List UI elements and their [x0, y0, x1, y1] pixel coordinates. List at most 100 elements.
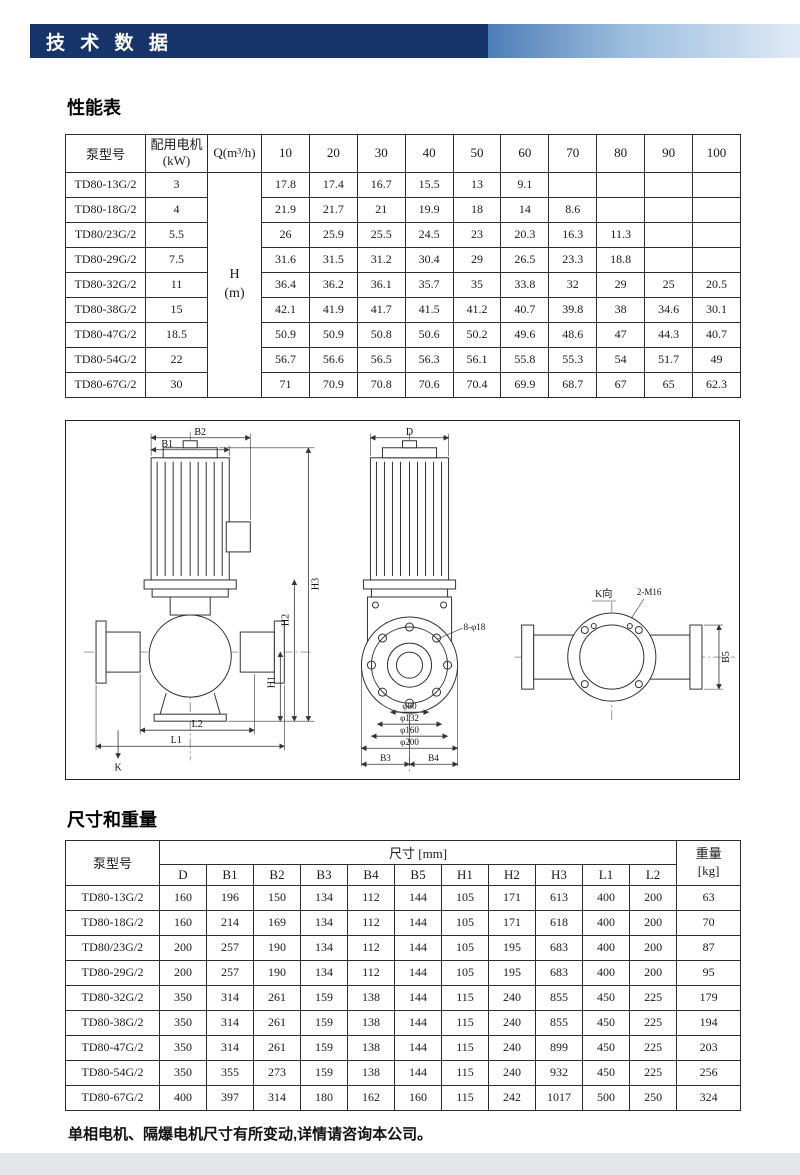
dimension-cell: 450: [582, 984, 630, 1011]
dimension-cell: 115: [441, 1059, 489, 1086]
dimension-cell: 225: [628, 1009, 678, 1036]
head-value-cell: 40.7: [500, 296, 550, 323]
perf-header-model: 泵型号: [65, 134, 146, 173]
dim-header-l2: L2: [628, 863, 678, 886]
head-value-cell: 21.9: [261, 196, 310, 223]
dimension-header-row-2: D B1 B2 B3 B4 B5 H1 H2 H3 L1 L2: [66, 863, 741, 886]
weight-cell: 179: [676, 984, 742, 1011]
performance-header-row: 泵型号 配用电机 (kW) Q(m³/h) 10 20 30 40 50 60 …: [65, 134, 741, 173]
head-value-cell: 70.8: [356, 371, 406, 398]
dimension-cell: 613: [535, 884, 583, 911]
dimension-cell: 225: [628, 984, 678, 1011]
head-value-cell: 56.3: [404, 346, 454, 373]
dimension-cell: 855: [535, 1009, 583, 1036]
head-value-cell: [692, 171, 741, 198]
dimension-cell: 144: [394, 884, 442, 911]
head-value-cell: 13: [452, 171, 502, 198]
dimension-cell: 350: [159, 984, 207, 1011]
head-value-cell: [692, 221, 741, 248]
head-value-cell: 29: [452, 246, 502, 273]
dimension-cell: 105: [441, 909, 489, 936]
perf-header-flow-50: 50: [452, 134, 502, 173]
motor-power-cell: 5.5: [145, 221, 208, 248]
dimension-cell: 160: [394, 1084, 442, 1111]
perf-header-motor: 配用电机 (kW): [145, 134, 208, 173]
head-value-cell: [692, 246, 741, 273]
dimension-cell: 115: [441, 1009, 489, 1036]
head-value-cell: 49.6: [500, 321, 550, 348]
dimension-cell: 112: [347, 909, 395, 936]
head-value-cell: 25.5: [356, 221, 406, 248]
banner-title-block: 技 术 数 据: [30, 24, 488, 58]
dim-header-b4: B4: [347, 863, 395, 886]
motor-power-cell: 11: [145, 271, 208, 298]
dimension-cell: 1017: [535, 1084, 583, 1111]
dimension-cell: 112: [347, 959, 395, 986]
head-value-cell: 56.5: [356, 346, 406, 373]
dimension-cell: 171: [488, 884, 536, 911]
dim-label-b1: B1: [161, 438, 173, 449]
dimension-cell: 618: [535, 909, 583, 936]
dimension-cell: 240: [488, 1059, 536, 1086]
dimension-cell: 195: [488, 934, 536, 961]
dim-header-weight: 重量 [kg]: [676, 839, 742, 886]
dimension-cell: 144: [394, 909, 442, 936]
head-value-cell: 41.2: [452, 296, 502, 323]
head-value-cell: 56.7: [261, 346, 310, 373]
dim-label-l1: L1: [171, 735, 182, 746]
dim-label-phi132: φ132: [400, 713, 419, 723]
head-value-cell: 70.4: [452, 371, 502, 398]
dimension-cell: 683: [535, 959, 583, 986]
dimension-cell: 273: [253, 1059, 301, 1086]
head-unit-cell: H (m): [207, 171, 262, 398]
dimension-cell: 242: [488, 1084, 536, 1111]
head-value-cell: 41.7: [356, 296, 406, 323]
head-value-cell: 25.9: [308, 221, 358, 248]
head-value-cell: 50.6: [404, 321, 454, 348]
head-value-cell: 18.8: [596, 246, 646, 273]
head-value-cell: [644, 171, 694, 198]
motor-power-cell: 3: [145, 171, 208, 198]
head-value-cell: [644, 196, 694, 223]
dim-label-h2: H2: [280, 613, 291, 625]
dimension-cell: 225: [628, 1034, 678, 1061]
head-value-cell: 67: [596, 371, 646, 398]
dimension-cell: 138: [347, 984, 395, 1011]
head-value-cell: 8.6: [548, 196, 598, 223]
head-value-cell: 65: [644, 371, 694, 398]
dimension-cell: 200: [159, 959, 207, 986]
head-value-cell: 17.4: [308, 171, 358, 198]
model-cell: TD80-67G/2: [65, 1084, 160, 1111]
head-value-cell: [644, 246, 694, 273]
dimension-cell: 314: [206, 984, 254, 1011]
head-value-cell: [692, 196, 741, 223]
head-value-cell: 71: [261, 371, 310, 398]
weight-cell: 203: [676, 1034, 742, 1061]
head-value-cell: 41.9: [308, 296, 358, 323]
performance-section-title: 性能表: [67, 98, 121, 118]
dimension-cell: 138: [347, 1009, 395, 1036]
dim-label-b5: B5: [721, 651, 732, 663]
perf-header-flow-30: 30: [356, 134, 406, 173]
dim-header-b3: B3: [300, 863, 348, 886]
dimension-cell: 115: [441, 984, 489, 1011]
dim-header-b2: B2: [253, 863, 301, 886]
dimension-cell: 314: [253, 1084, 301, 1111]
bottom-strip: [0, 1153, 800, 1175]
head-value-cell: 23: [452, 221, 502, 248]
banner-gradient: [488, 24, 800, 58]
dim-label-h1: H1: [266, 676, 277, 688]
head-value-cell: 29: [596, 271, 646, 298]
dimension-cell: 261: [253, 1034, 301, 1061]
dimension-cell: 257: [206, 959, 254, 986]
head-value-cell: 24.5: [404, 221, 454, 248]
dimension-cell: 400: [582, 934, 630, 961]
head-value-cell: 17.8: [261, 171, 310, 198]
dimension-cell: 397: [206, 1084, 254, 1111]
